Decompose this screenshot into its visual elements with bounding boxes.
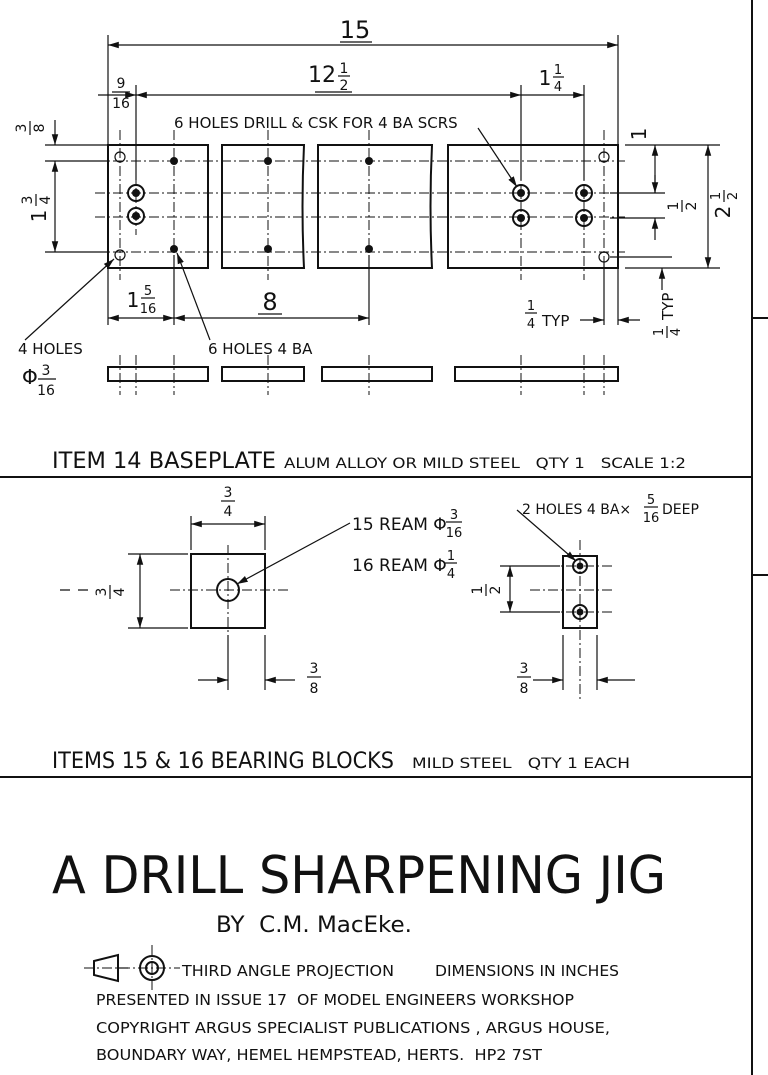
dim-r-half-den: 2 [684, 202, 700, 211]
callout-4holes-num: 3 [42, 363, 51, 379]
credit-line-2: COPYRIGHT ARGUS SPECIALIST PUBLICATIONS … [96, 1019, 610, 1037]
bearing-text: 3 4 3 4 3 8 15 REAM Φ 3 16 16 REAM Φ 1 4… [94, 485, 699, 697]
extension-lines [45, 35, 720, 325]
dim-r-total-den: 2 [726, 192, 741, 200]
ream15-num: 3 [450, 508, 458, 523]
baseplate-item-title: ITEM 14 BASEPLATE [52, 449, 276, 474]
baseplate-item-spec: ALUM ALLOY OR MILD STEEL QTY 1 SCALE 1:2 [284, 456, 686, 472]
dim-right-whole: 1 [539, 66, 552, 90]
dim-height-den: 4 [38, 195, 54, 204]
dim-height-whole: 1 [27, 210, 51, 223]
bearing-height-den: 4 [112, 587, 128, 596]
dim-top-den: 8 [32, 124, 48, 133]
credit-line-1: PRESENTED IN ISSUE 17 OF MODEL ENGINEERS… [96, 991, 574, 1009]
bearing-item-title: ITEMS 15 & 16 BEARING BLOCKS [52, 749, 394, 774]
bearing-side-off-den: 8 [520, 681, 529, 697]
bearing-side-off-num: 3 [520, 661, 529, 677]
drawing-author: BY C.M. MacEke. [216, 913, 412, 938]
ream16-num: 1 [447, 549, 455, 564]
baseplate-side-view [107, 355, 619, 395]
bearing-width-num: 3 [224, 485, 233, 501]
bearing-side-num: 1 [470, 586, 486, 595]
bearing-offset-den: 8 [310, 681, 319, 697]
dim-span-whole: 12 [308, 63, 336, 88]
baseplate-title: ITEM 14 BASEPLATE ALUM ALLOY OR MILD STE… [52, 449, 686, 474]
bearing-title: ITEMS 15 & 16 BEARING BLOCKS MILD STEEL … [52, 749, 630, 774]
dim-typ2-num: 1 [652, 328, 667, 336]
dim-r-half-num: 1 [666, 202, 682, 211]
bearing-block-front [60, 516, 351, 690]
dim-eight: 8 [262, 288, 277, 316]
dim-typ2-den: 4 [669, 328, 684, 336]
bearing-holes-num: 5 [647, 493, 655, 508]
dim-left-den: 16 [112, 96, 130, 112]
credit-line-3: BOUNDARY WAY, HEMEL HEMPSTEAD, HERTS. HP… [96, 1046, 543, 1064]
baseplate-holes [114, 151, 610, 263]
dim-left-num: 9 [117, 76, 126, 92]
ream15-den: 16 [446, 526, 463, 541]
dim-height-num: 3 [20, 196, 36, 205]
dim-top-num: 3 [14, 124, 30, 133]
baseplate-callouts: 6 HOLES DRILL & CSK FOR 4 BA SCRS 4 HOLE… [18, 114, 458, 399]
dim-bottom-whole: 1 [127, 288, 140, 312]
third-angle-projection-icon [84, 945, 180, 990]
bearing-side-den: 2 [488, 586, 504, 595]
dim-span-den: 2 [340, 78, 349, 94]
leader-lines [24, 127, 518, 341]
callout-6holes: 6 HOLES 4 BA [208, 340, 313, 358]
ream16-label: 16 REAM Φ [352, 556, 447, 576]
bearing-offset-num: 3 [310, 661, 319, 677]
dim-typ-label: TYP [541, 312, 569, 330]
dim-r-total-whole: 2 [711, 206, 735, 219]
callout-csk: 6 HOLES DRILL & CSK FOR 4 BA SCRS [174, 114, 458, 132]
title-block: A DRILL SHARPENING JIG BY C.M. MacEke. T… [52, 846, 666, 1064]
dim-typ-den: 4 [527, 317, 535, 332]
dim-span-num: 1 [340, 61, 349, 77]
ream16-den: 4 [447, 567, 455, 582]
dim-typ-num: 1 [527, 299, 535, 314]
bearing-width-den: 4 [224, 504, 233, 520]
callout-4holes-phi: Φ [22, 365, 38, 389]
ream15-label: 15 REAM Φ [352, 515, 447, 535]
dim-typ2-label: TYP [659, 293, 677, 321]
bearing-holes-den: 16 [643, 511, 660, 526]
dim-bottom-den: 16 [140, 302, 157, 317]
bearing-block-side [500, 509, 635, 700]
callout-4holes: 4 HOLES [18, 340, 83, 358]
bearing-holes-deep: DEEP [662, 502, 699, 518]
bearing-height-num: 3 [94, 588, 110, 597]
callout-4holes-den: 16 [37, 383, 55, 399]
dim-overall: 15 [340, 16, 371, 44]
dim-r-one: 1 [627, 128, 651, 141]
dim-r-total-num: 1 [709, 192, 724, 200]
units-label: DIMENSIONS IN INCHES [435, 962, 619, 980]
drawing-title: A DRILL SHARPENING JIG [52, 846, 666, 906]
dim-right-num: 1 [554, 63, 562, 78]
baseplate-plan [107, 144, 619, 269]
dim-bottom-num: 5 [144, 284, 152, 299]
dim-right-den: 4 [554, 80, 562, 95]
dimension-lines [51, 41, 712, 324]
bearing-item-spec: MILD STEEL QTY 1 EACH [412, 756, 630, 772]
projection-label: THIRD ANGLE PROJECTION [181, 962, 394, 980]
baseplate-dimension-text: 15 12 1 2 1 1 4 9 16 3 8 1 3 4 1 5 [14, 16, 741, 338]
bearing-holes-label: 2 HOLES 4 BA× [522, 502, 631, 518]
